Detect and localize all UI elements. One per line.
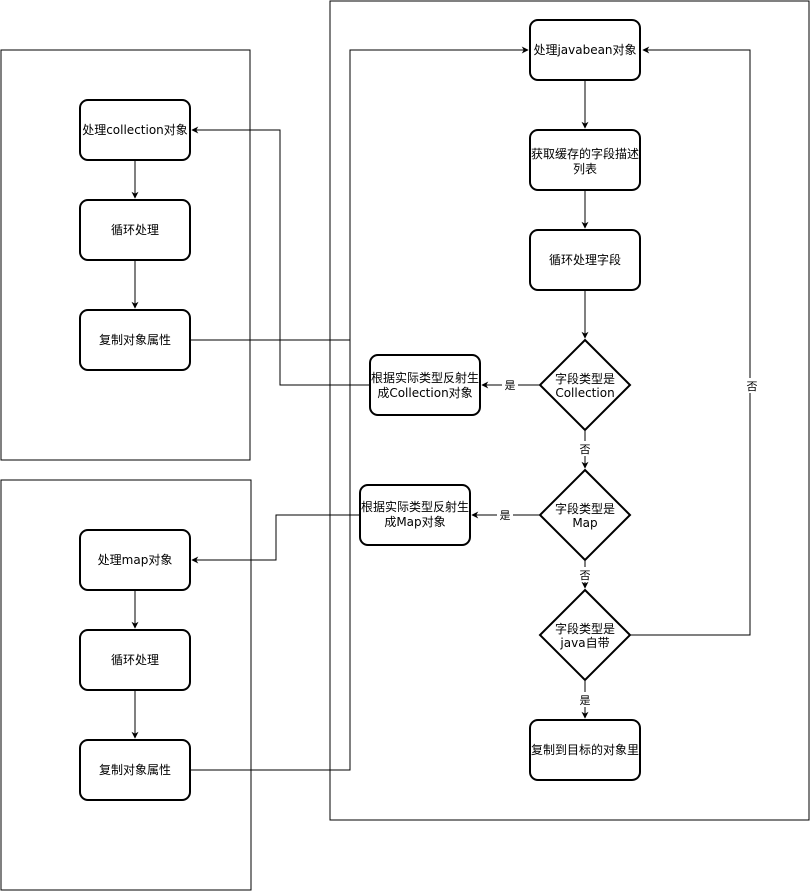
cache-label-line1: 获取缓存的字段描述: [531, 146, 639, 161]
java-yes-label: 是: [580, 694, 591, 707]
cache-label-line2: 列表: [573, 162, 597, 176]
map-yes-label: 是: [500, 509, 511, 522]
map-copy-label: 复制对象属性: [99, 763, 171, 777]
collection-copy-node: [79, 309, 191, 371]
map-flow-container: [0, 479, 252, 891]
java-check-label-line2: java自带: [559, 636, 609, 650]
collection-loop-node: [79, 199, 191, 261]
map-copy-node: [79, 739, 191, 801]
edge-java-check-back-to-javabean: [630, 46, 751, 636]
collection-yes-label: 是: [505, 379, 516, 392]
collection-no-label: 否: [580, 443, 591, 456]
reflect-map-label-line1: 根据实际类型反射生: [361, 499, 469, 514]
reflect-map-node: [359, 484, 471, 546]
cache-node: [529, 129, 641, 191]
copy-target-label: 复制到目标的对象里: [531, 742, 639, 757]
main-flow-container: [329, 0, 810, 821]
loop-fields-node: [529, 229, 641, 291]
map-loop-node: [79, 629, 191, 691]
copy-target-node: [529, 719, 641, 781]
collection-handler-node: [79, 99, 191, 161]
map-check-label-line1: 字段类型是: [555, 501, 615, 516]
reflect-collection-label-line1: 根据实际类型反射生: [371, 370, 479, 385]
reflect-collection-label-line2: 成Collection对象: [377, 386, 472, 400]
reflect-map-label-line2: 成Map对象: [384, 515, 445, 529]
loop-fields-label: 循环处理字段: [549, 252, 621, 267]
map-check-decision: [538, 468, 632, 562]
map-no-label: 否: [580, 569, 591, 582]
collection-loop-label: 循环处理: [111, 223, 159, 237]
edge-collection-copy-to-javabean: [190, 46, 529, 341]
map-handler-label: 处理map对象: [98, 553, 173, 567]
edge-map-copy-to-main: [190, 50, 351, 771]
collection-check-label-line2: Collection: [555, 386, 614, 400]
collection-check-label-line1: 字段类型是: [555, 371, 615, 386]
map-handler-node: [79, 529, 191, 591]
java-check-decision: [538, 588, 632, 682]
collection-flow-container: [0, 49, 251, 461]
map-loop-label: 循环处理: [111, 653, 159, 667]
collection-check-decision: [538, 338, 632, 432]
map-check-label-line2: Map: [572, 516, 597, 530]
edge-reflect-collection-to-handler: [191, 126, 370, 386]
reflect-collection-node: [369, 354, 481, 416]
java-no-label: 否: [747, 380, 758, 393]
edge-reflect-map-to-handler: [191, 514, 360, 564]
collection-copy-label: 复制对象属性: [99, 333, 171, 347]
collection-handler-label: 处理collection对象: [82, 123, 188, 137]
javabean-label: 处理javabean对象: [533, 43, 636, 57]
java-check-label-line1: 字段类型是: [555, 621, 615, 636]
javabean-node: [529, 19, 641, 81]
